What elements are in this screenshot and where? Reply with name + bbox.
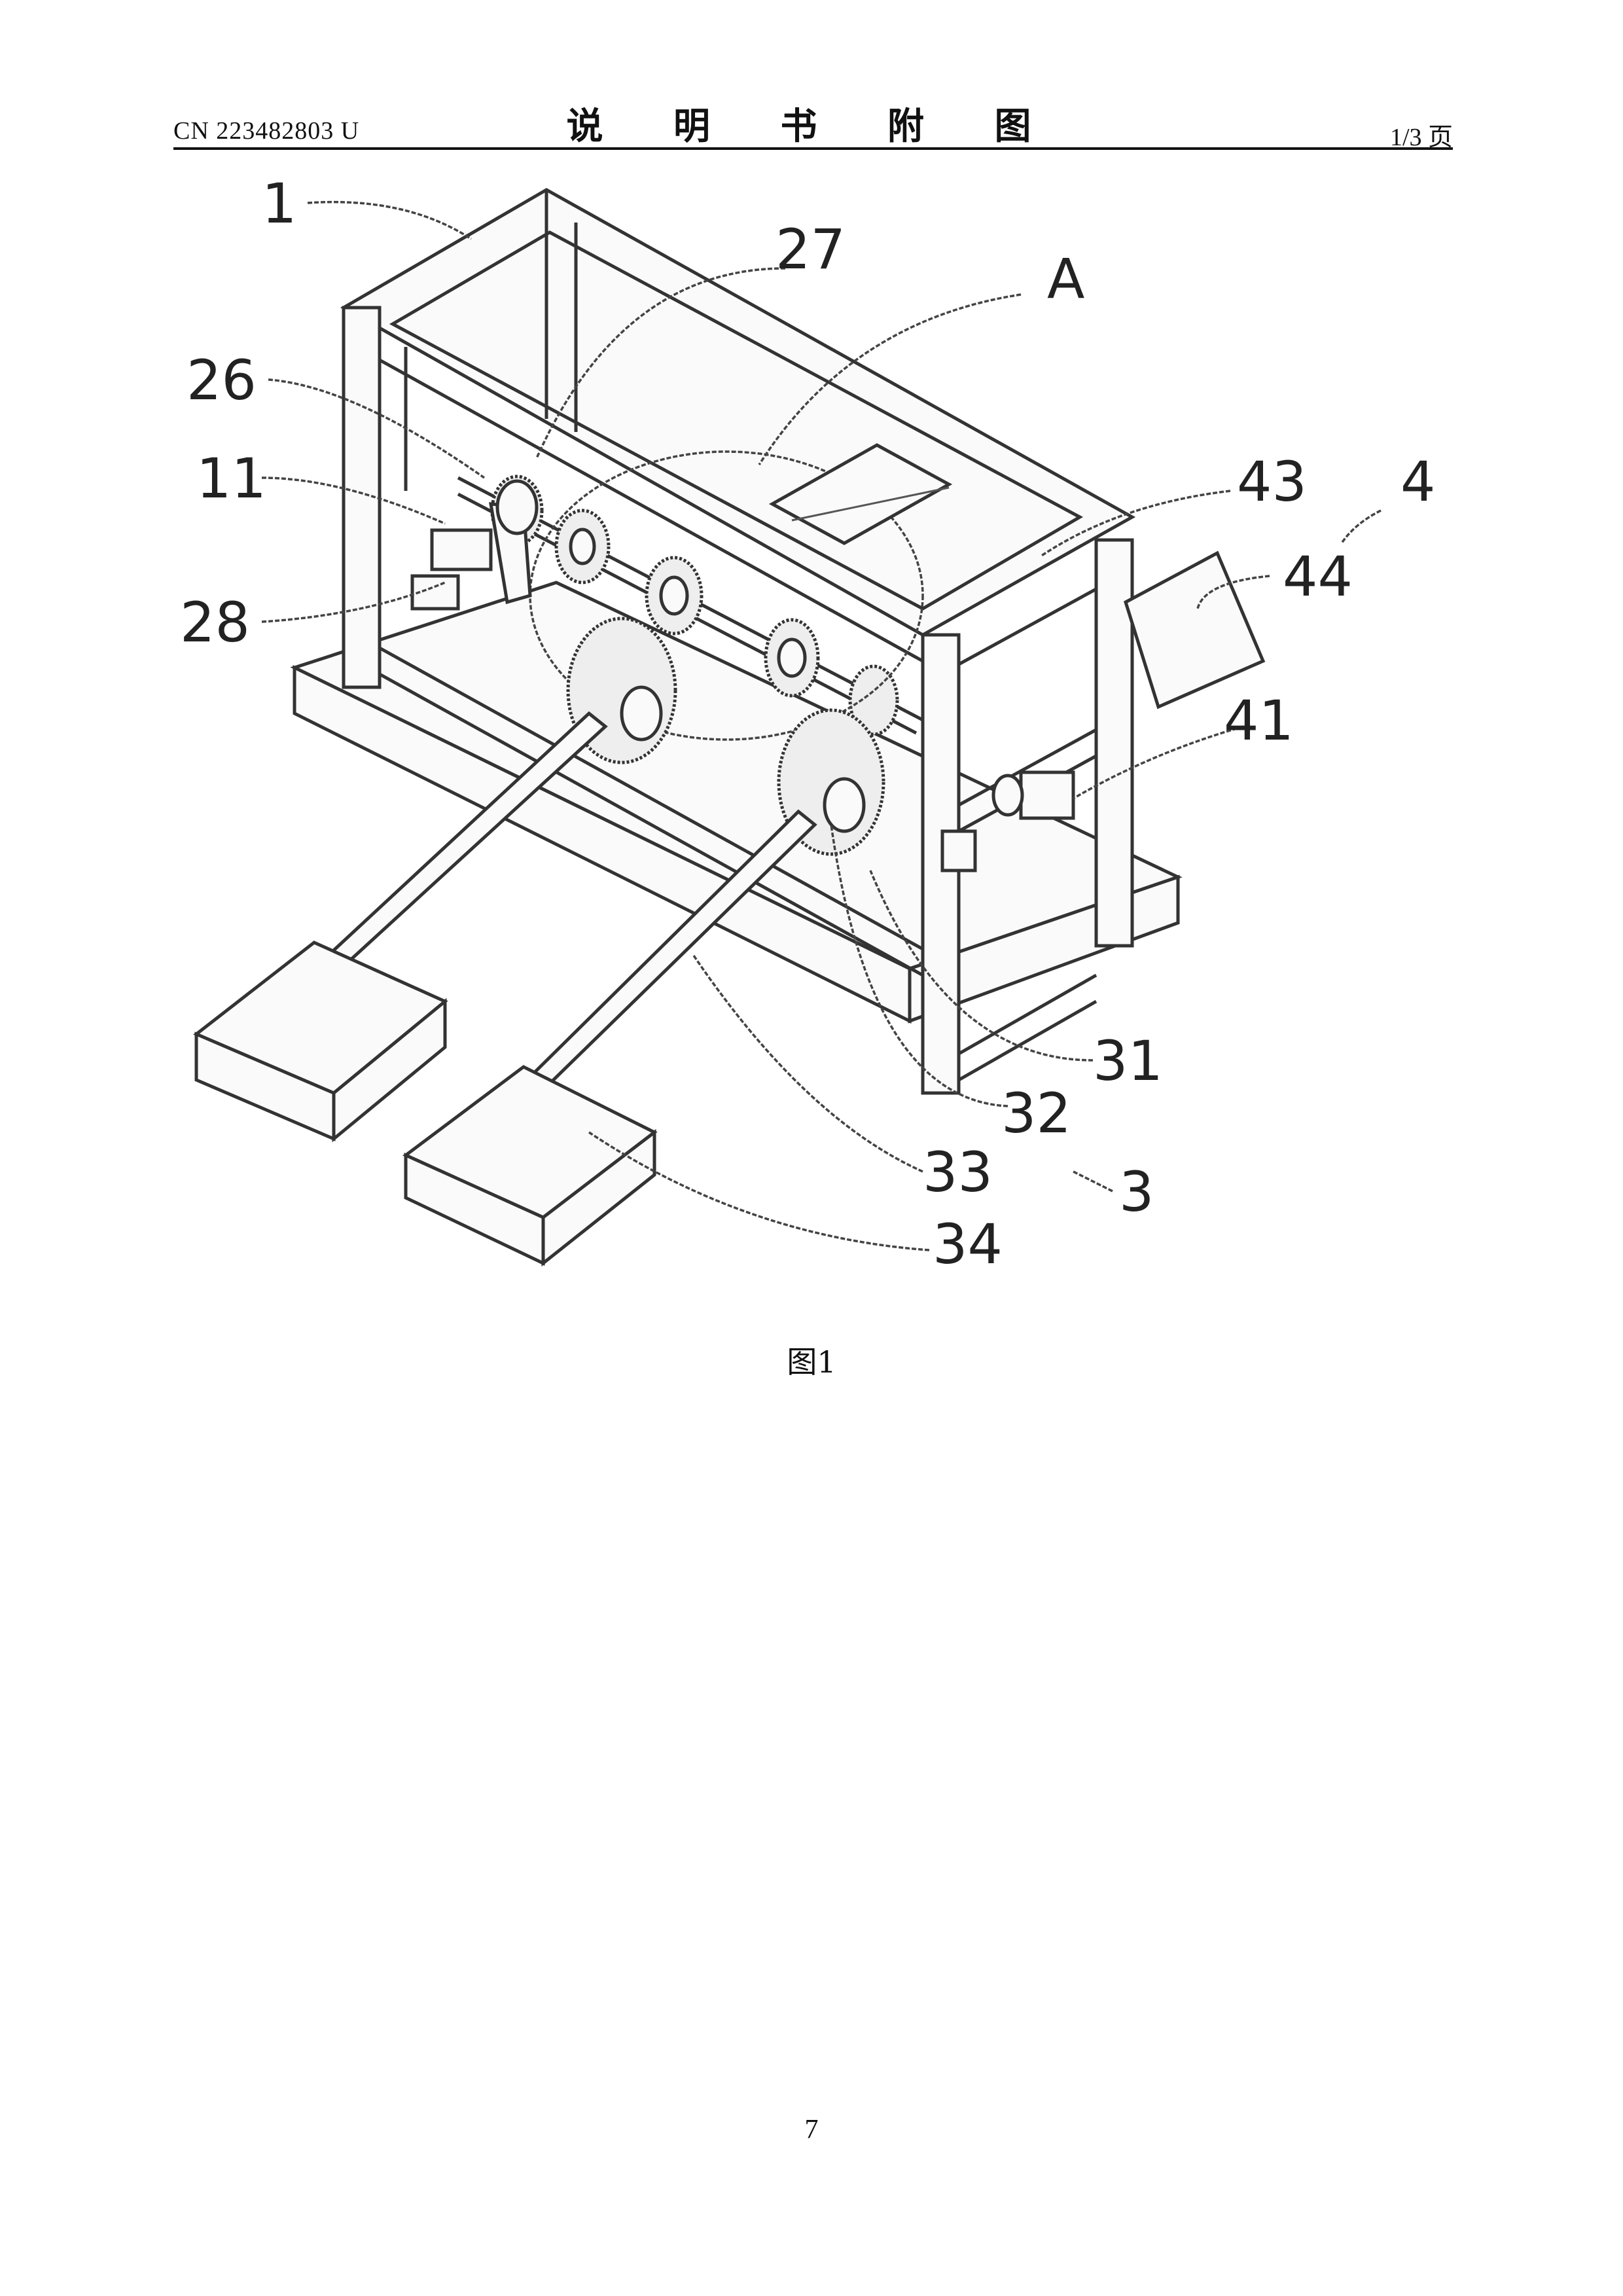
page-number: 7 [0,2114,1623,2145]
label-44: 44 [1283,545,1353,609]
label-27: 27 [776,217,846,281]
patent-drawing: 1 27 A 26 11 28 43 4 44 41 31 32 33 3 34 [0,151,1623,1329]
pedal-34-left [196,942,445,1139]
label-41: 41 [1224,689,1294,753]
label-26: 26 [187,348,257,412]
label-11: 11 [196,446,266,511]
label-a: A [1047,247,1084,311]
label-3: 3 [1119,1160,1154,1224]
label-31: 31 [1093,1029,1163,1093]
header-rule [173,147,1453,150]
label-34: 34 [933,1212,1003,1276]
belt-drive [412,481,537,609]
label-28: 28 [180,590,250,655]
tray-44 [1126,553,1263,707]
pedal-34-right [406,1067,654,1263]
label-4: 4 [1400,450,1435,514]
label-43: 43 [1237,450,1307,514]
machine-illustration: 1 27 A 26 11 28 43 4 44 41 31 32 33 3 34 [0,151,1623,1329]
label-33: 33 [923,1140,993,1204]
page-header: CN 223482803 U 说 明 书 附 图 1/3 页 [173,92,1453,151]
figure-caption: 图1 [0,1338,1623,1382]
label-32: 32 [1001,1081,1071,1145]
section-title: 说 明 书 附 图 [173,97,1453,150]
label-1: 1 [262,171,296,236]
